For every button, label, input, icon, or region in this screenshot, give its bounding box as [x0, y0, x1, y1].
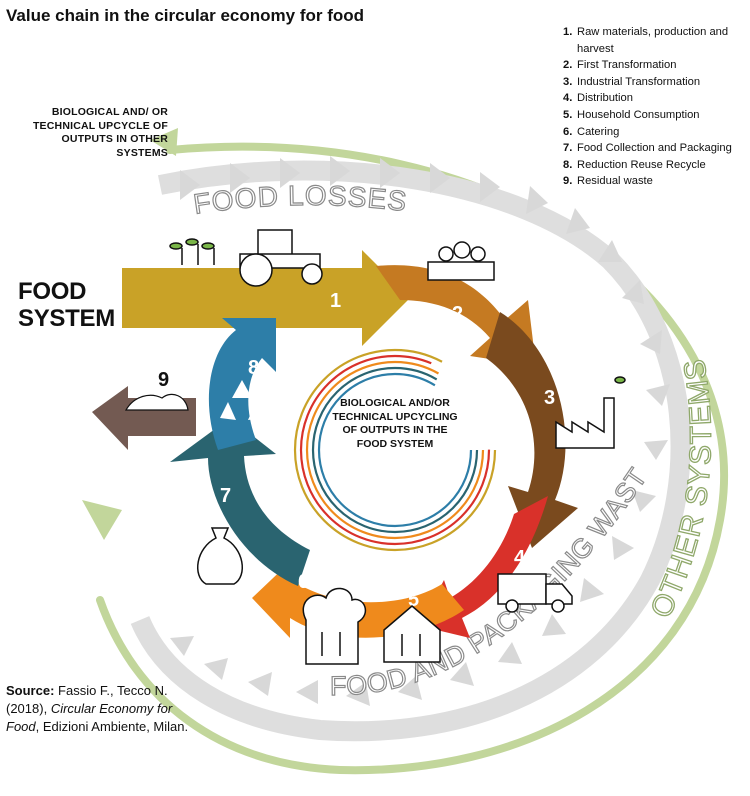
stage-5-number: 5: [408, 589, 419, 611]
legend-item: 6.Catering: [563, 125, 620, 138]
source-book-title: Circular Economy for Food: [6, 701, 173, 734]
legend-item: 1.Raw materials, production and harvest: [563, 26, 729, 55]
stage-1-number: 1: [330, 290, 341, 312]
page-title: Value chain in the circular economy for …: [6, 6, 365, 25]
stage-2-number: 2: [452, 303, 463, 325]
source-citation: Source: Fassio F., Tecco N. (2018), Circ…: [6, 682, 196, 736]
delivery-truck-icon: [497, 573, 573, 613]
stage-7-arrow: [170, 418, 310, 586]
waste-pile-icon: [124, 393, 189, 411]
source-publisher: , Edizioni Ambiente, Milan.: [35, 719, 189, 734]
stage-numbers: 1 2 3 4 5 6 7 8 9: [158, 290, 555, 611]
house-fork-knife-icon: [383, 605, 441, 663]
grey-chevron-band: [130, 156, 691, 742]
chef-hat-fork-knife-icon: [302, 587, 367, 665]
stage-legend: 1.Raw materials, production and harvest …: [563, 24, 749, 190]
stage-4-number: 4: [514, 547, 526, 569]
legend-item: 2.First Transformation: [563, 59, 677, 72]
source-authors: Fassio F., Tecco N. (2018),: [6, 683, 168, 716]
factory-icon: [555, 376, 626, 449]
legend-item: 7.Food Collection and Packaging: [563, 142, 732, 155]
other-systems-arrowhead-icon: [82, 500, 122, 540]
garbage-bag-icon: [197, 527, 243, 585]
legend-item: 5.Household Consumption: [563, 108, 700, 121]
food-losses-label: FOOD LOSSES: [191, 180, 409, 220]
stage-3-arrow: [486, 312, 578, 548]
tractor-icon: [239, 229, 323, 287]
recycle-icon: [220, 380, 266, 420]
upcycle-other-systems-label: BIOLOGICAL AND/ OR TECHNICAL UPCYCLE OF …: [32, 106, 168, 159]
produce-crate-icon: [427, 241, 495, 281]
stage-7-number: 7: [220, 485, 231, 507]
center-rings: [293, 348, 497, 552]
center-label: BIOLOGICAL AND/OR TECHNICAL UPCYCLING OF…: [332, 397, 458, 450]
legend-item: 3.Industrial Transformation: [563, 75, 701, 88]
sprout-icon: [169, 238, 215, 265]
stage-3-number: 3: [544, 387, 555, 409]
stage-1-arrow: [122, 250, 410, 346]
stage-9-number: 9: [158, 369, 169, 391]
legend-item: 8.Reduction Reuse Recycle: [563, 158, 706, 171]
food-system-label: FOOD SYSTEM: [18, 278, 115, 332]
other-systems-arrowhead-icon: [150, 128, 178, 156]
source-label: Source:: [6, 683, 55, 698]
legend-item: 4.Distribution: [563, 92, 633, 105]
stage-6-number: 6: [298, 571, 309, 593]
legend-item: 9.Residual waste: [563, 175, 653, 188]
stage-8-number: 8: [248, 357, 259, 379]
